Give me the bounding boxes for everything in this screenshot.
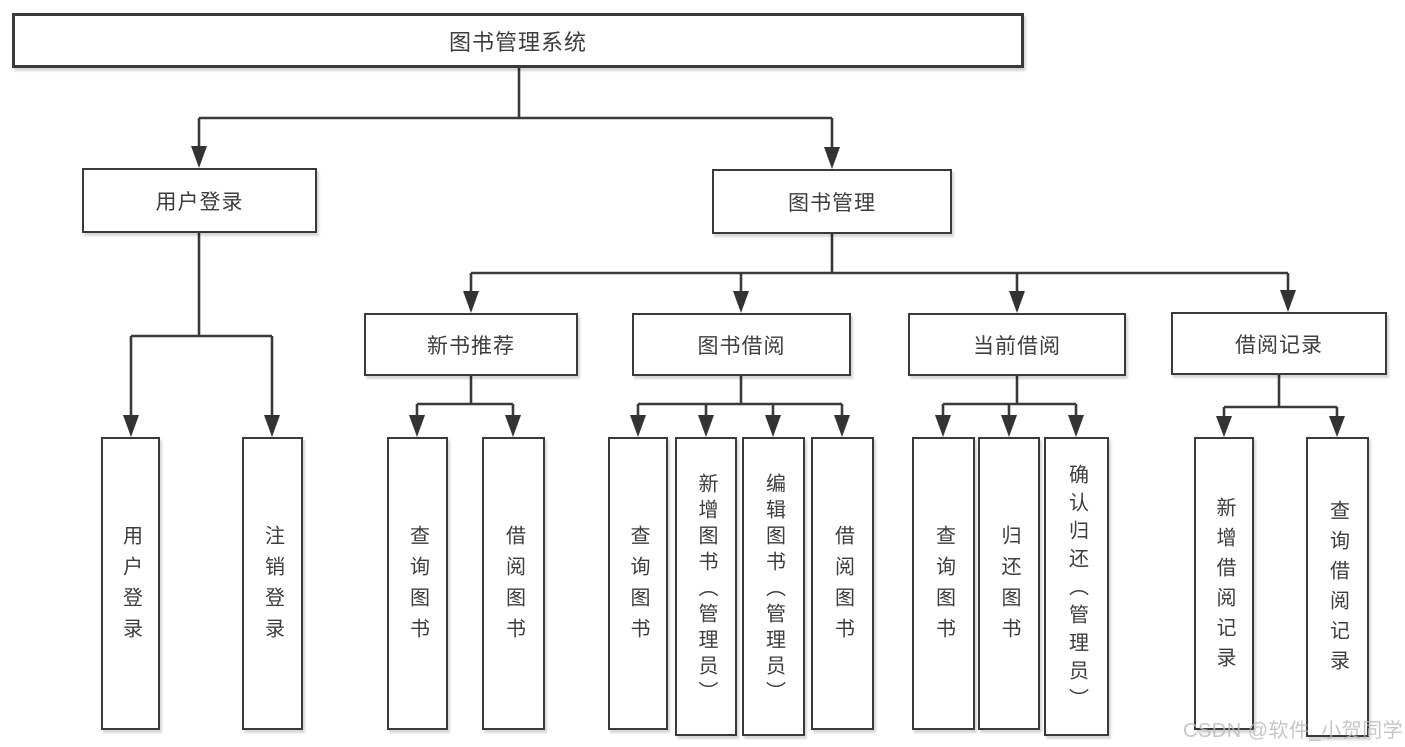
node-query-books-current: 查询图书 <box>912 437 975 730</box>
node-query-borrow-record: 查询借阅记录 <box>1306 437 1369 737</box>
node-user-login-leaf: 用户登录 <box>101 437 160 730</box>
node-logout: 注销登录 <box>242 437 303 730</box>
node-query-books-borrow: 查询图书 <box>608 437 668 730</box>
node-return-books: 归还图书 <box>978 437 1040 730</box>
connector-new-book-recommend-branch <box>409 376 521 437</box>
connector-borrow-records-branch <box>1216 375 1345 437</box>
node-query-books-recommend: 查询图书 <box>387 437 448 730</box>
connector-current-borrow-branch <box>935 376 1084 437</box>
node-add-book-admin: 新增图书（管理员） <box>675 437 737 736</box>
node-current-borrow: 当前借阅 <box>908 313 1126 376</box>
connector-user-login-branch <box>123 233 280 437</box>
node-confirm-return-admin: 确认归还（管理员） <box>1044 437 1109 736</box>
watermark: CSDN @软件_小贺同学 <box>1183 720 1404 742</box>
node-borrow-books-borrow: 借阅图书 <box>811 437 874 730</box>
node-new-book-recommend: 新书推荐 <box>364 313 578 376</box>
node-borrow-records: 借阅记录 <box>1171 312 1387 375</box>
node-borrow-books-recommend: 借阅图书 <box>482 437 545 730</box>
node-book-management: 图书管理 <box>712 169 952 234</box>
node-edit-book-admin: 编辑图书（管理员） <box>742 437 805 736</box>
node-book-borrow: 图书借阅 <box>632 313 851 376</box>
node-user-login: 用户登录 <box>82 168 317 233</box>
connector-root-to-level2 <box>191 68 840 169</box>
node-add-borrow-record: 新增借阅记录 <box>1194 437 1254 730</box>
connector-book-management-branch <box>463 234 1296 313</box>
connector-book-borrow-branch <box>630 376 850 437</box>
node-root: 图书管理系统 <box>12 13 1024 68</box>
